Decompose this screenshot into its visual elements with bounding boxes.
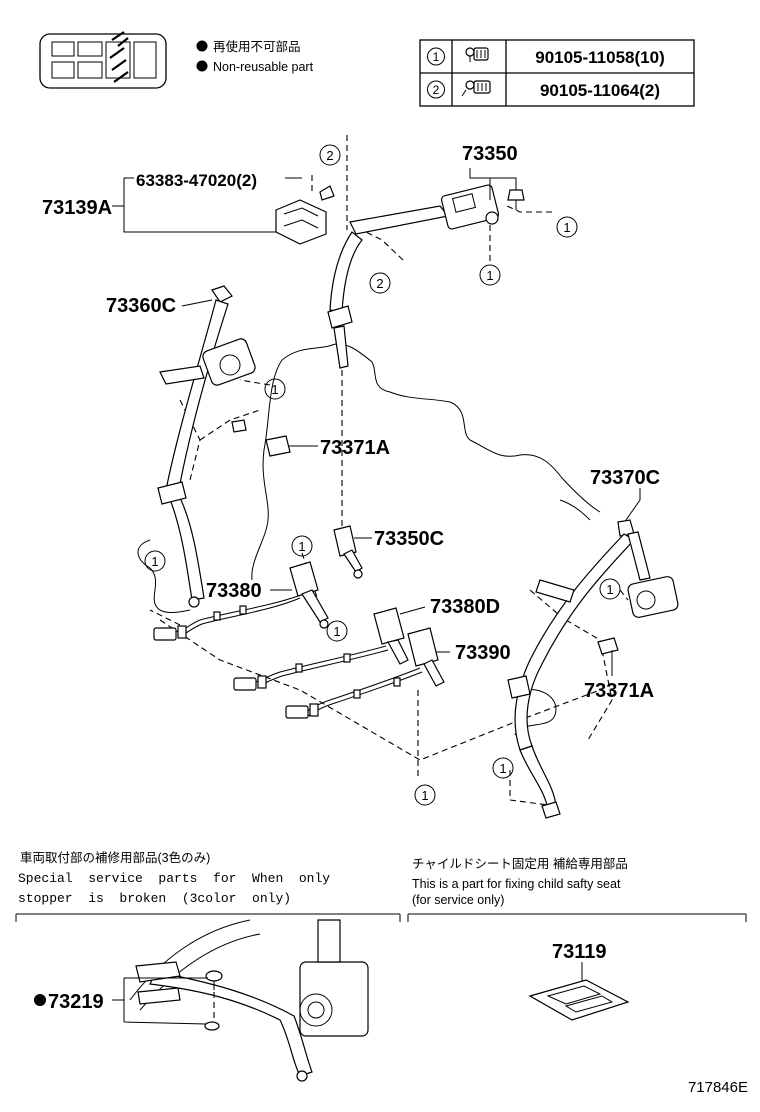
svg-text:1: 1 [151,554,158,569]
right-outer-belt-73370C [507,519,679,819]
child-seat-title-jp: チャイルドシート固定用 補給専用部品 [412,856,628,871]
clip-73371A-left [231,419,291,457]
callout-73380D: 73380D [430,596,500,618]
center-buckle-73350C [333,525,363,579]
service-parts-note: 車両取付部の補修用部品(3色のみ) Special service parts … [18,850,330,906]
svg-text:1: 1 [333,624,340,639]
child-seat-note: チャイルドシート固定用 補給専用部品 This is a part for fi… [412,856,628,907]
svg-text:2: 2 [326,148,333,163]
ref-marker-2: 2 [369,272,391,294]
fastener-table: 1 90105-11058(10) 2 90105-110 [419,39,695,107]
clip-73371A-right [597,637,619,655]
service-note-title-jp: 車両取付部の補修用部品(3色のみ) [20,850,210,865]
ref-markers: 2 2 1 1 1 1 1 1 1 1 1 [144,144,621,806]
table-ref-2: 2 [433,83,440,97]
bolt-icon [465,47,489,62]
child-seat-line2: (for service only) [412,893,504,907]
service-note-line1: Special service parts for When only [18,871,330,886]
callout-73380: 73380 [206,580,262,602]
leader-lines [112,168,641,676]
table-row: 2 90105-11064(2) [427,80,660,100]
stopper-illustration: 73219 [34,919,369,1082]
bolt-icon [461,80,491,97]
callout-73371A-right: 73371A [584,680,654,702]
svg-text:1: 1 [421,788,428,803]
ref-marker-1: 1 [326,620,348,642]
buckle-73380D [233,607,409,691]
legend-non-reusable-en: Non-reusable part [213,60,314,74]
left-outer-belt-73360C [157,285,256,608]
buckle-73390 [285,627,445,719]
callout-73390: 73390 [455,642,511,664]
center-retractor-73350 [319,184,525,235]
anchor-cover-73139A [275,199,327,245]
bottom-divider [15,913,747,922]
callout-73139A: 73139A [42,197,112,219]
svg-text:2: 2 [376,276,383,291]
table-ref-1: 1 [433,50,440,64]
child-seat-part-illustration: 73119 [528,941,630,1021]
callout-63383-47020: 63383-47020(2) [136,171,257,190]
callout-73370C: 73370C [590,467,660,489]
table-part-number: 90105-11058(10) [535,48,665,67]
buckle-73380 [153,561,329,641]
seat-outline [137,343,613,761]
svg-text:1: 1 [298,539,305,554]
callout-73119: 73119 [552,941,607,963]
callout-73350: 73350 [462,143,518,165]
non-reusable-dot-icon [196,60,208,72]
figure-id: 717846E [688,1079,748,1096]
ref-marker-1: 1 [479,264,501,286]
ref-marker-1: 1 [414,784,436,806]
vehicle-locator-icon [39,31,167,89]
ref-marker-1: 1 [291,535,313,557]
non-reusable-dot-icon [34,994,46,1006]
table-row: 1 90105-11058(10) [427,47,665,67]
legend: 再使用不可部品 Non-reusable part [196,39,314,74]
ref-marker-2: 2 [319,144,341,166]
svg-text:1: 1 [499,761,506,776]
svg-text:1: 1 [486,268,493,283]
callout-73219: 73219 [48,991,104,1013]
child-seat-line1: This is a part for fixing child safty se… [412,877,621,891]
legend-non-reusable-jp: 再使用不可部品 [213,39,301,54]
table-part-number: 90105-11064(2) [540,81,660,100]
svg-text:1: 1 [271,382,278,397]
callout-73360C: 73360C [106,295,176,317]
service-note-line2: stopper is broken (3color only) [18,891,291,906]
ref-marker-1: 1 [599,578,621,600]
non-reusable-dot-icon [196,40,208,52]
svg-text:1: 1 [606,582,613,597]
callout-73350C: 73350C [374,528,444,550]
center-belt [327,231,363,369]
ref-marker-1: 1 [492,757,514,779]
ref-marker-1: 1 [264,378,286,400]
svg-text:1: 1 [563,220,570,235]
ref-marker-1: 1 [556,216,578,238]
part-callouts: 63383-47020(2) 73139A 73350 73360C 73371… [42,143,660,702]
callout-73371A-left: 73371A [320,437,390,459]
ref-marker-1: 1 [144,550,166,572]
